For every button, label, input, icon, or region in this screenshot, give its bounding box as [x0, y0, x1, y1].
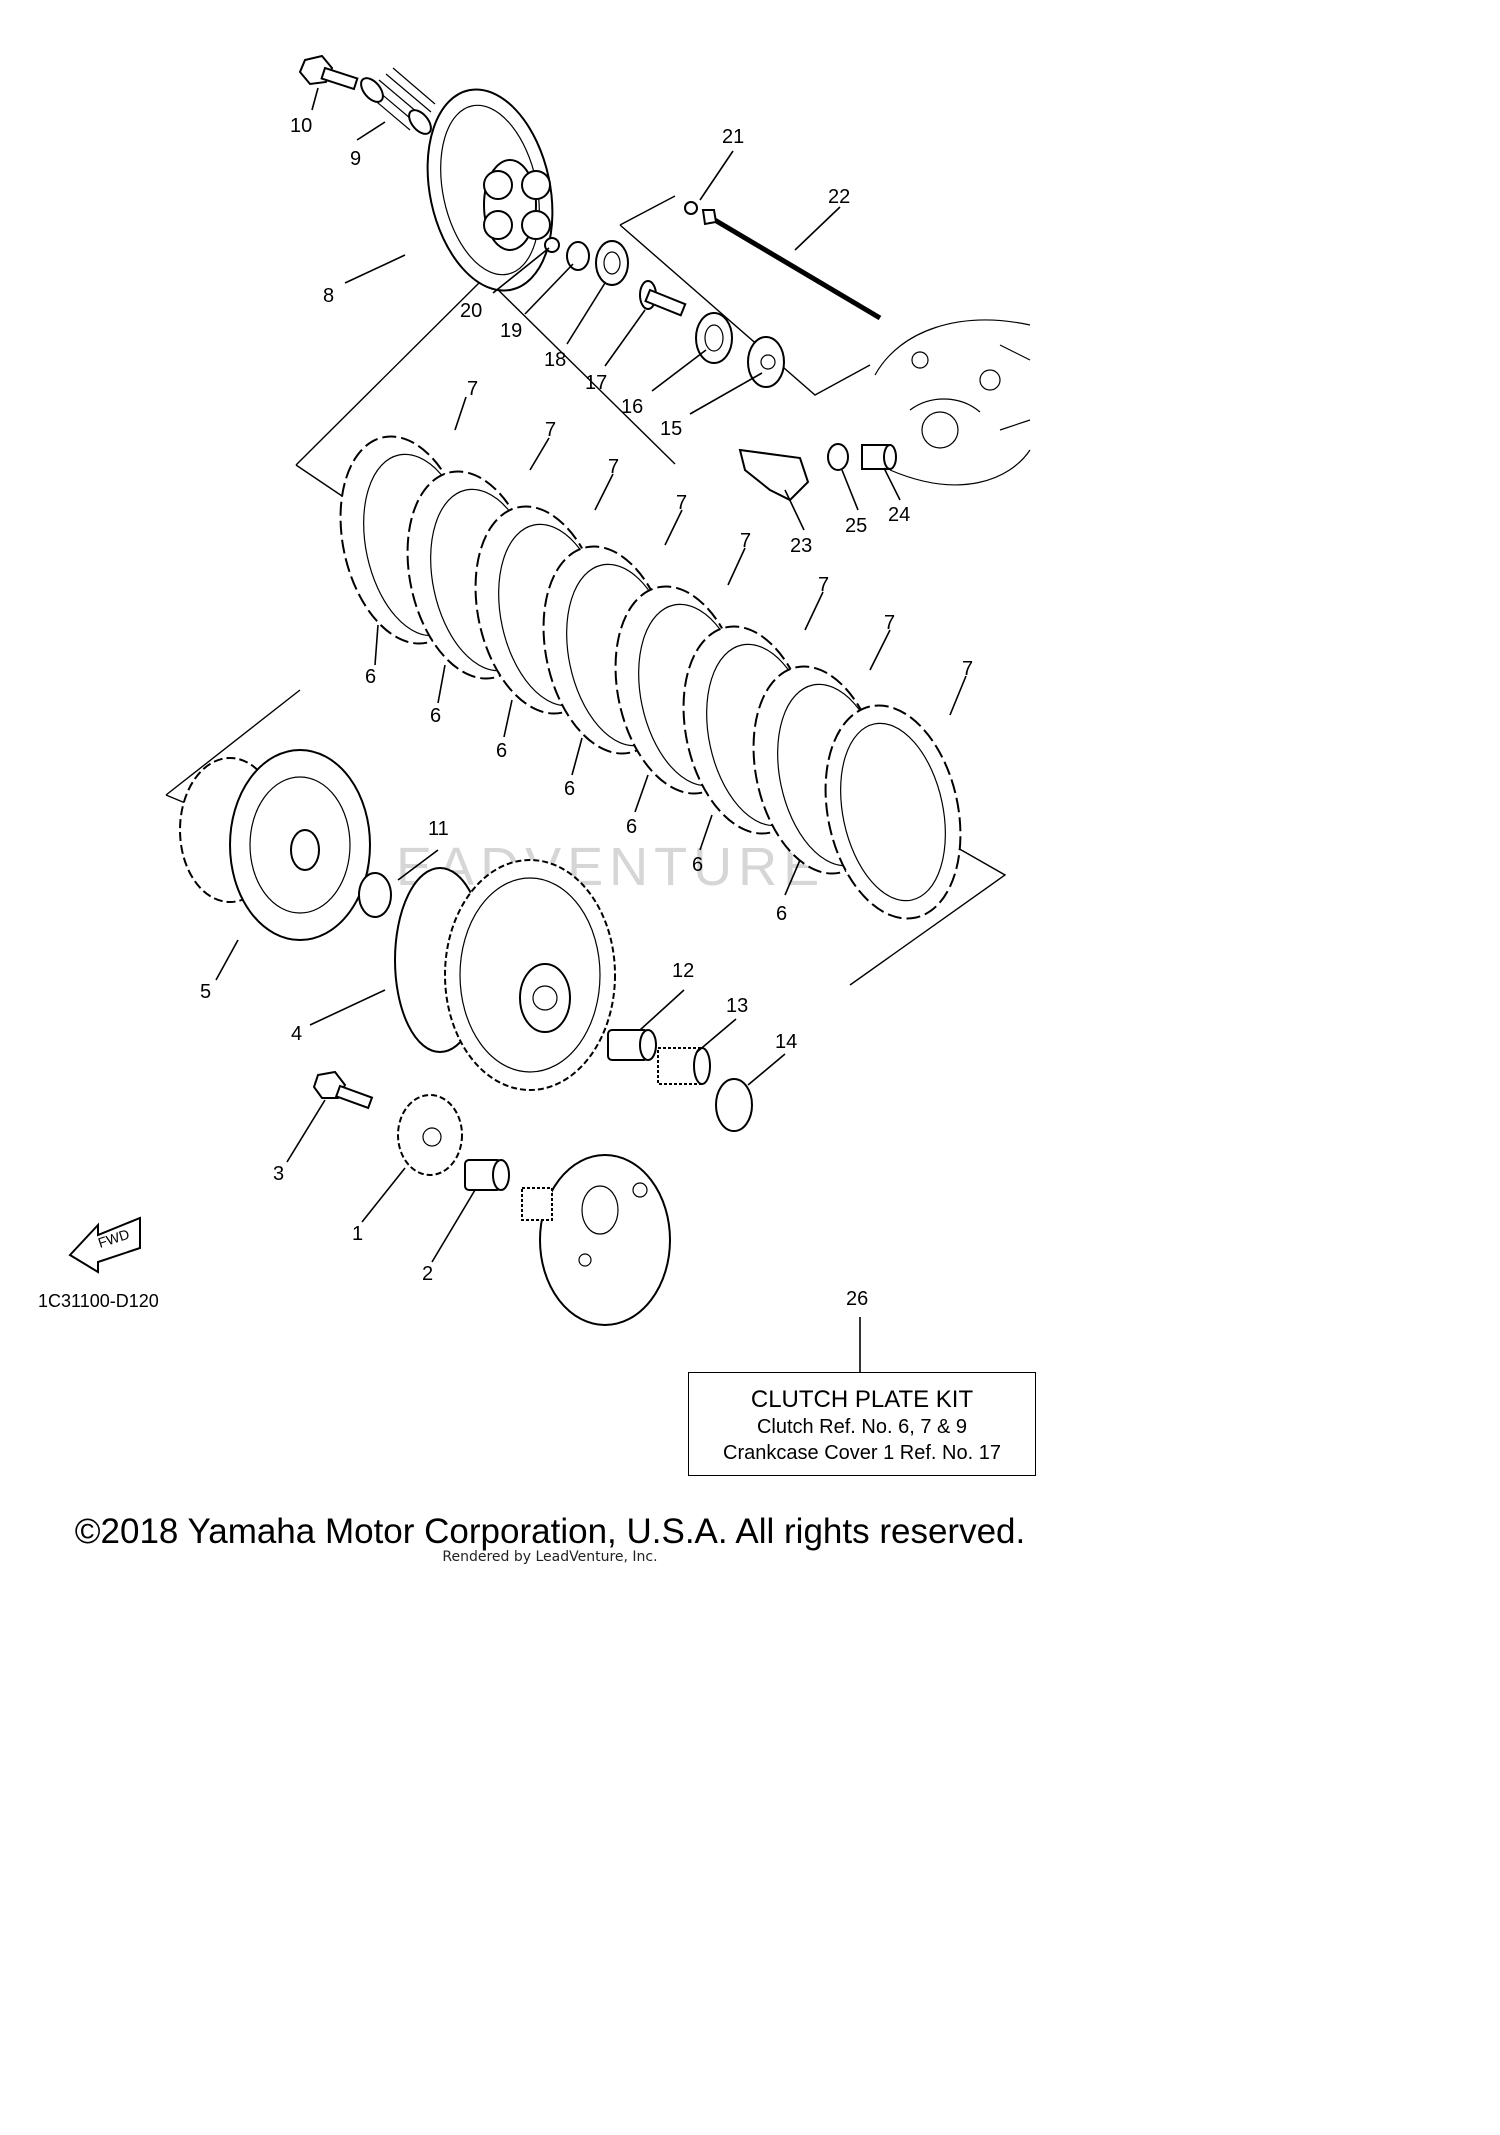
clutch-plate-kit-box: CLUTCH PLATE KIT Clutch Ref. No. 6, 7 & … [688, 1372, 1036, 1476]
copyright-notice: ©2018 Yamaha Motor Corporation, U.S.A. A… [74, 1512, 1026, 1551]
kit-line-1: Clutch Ref. No. 6, 7 & 9 [756, 1416, 968, 1438]
plate-last [824, 704, 962, 920]
callout-6e: 6 [626, 816, 637, 838]
callout-26: 26 [846, 1288, 868, 1310]
clutch-boss [179, 749, 371, 941]
callout-24: 24 [888, 504, 910, 526]
pushrod-group-frame [619, 195, 871, 396]
washer-14 [715, 1078, 753, 1132]
callout-15: 15 [660, 418, 682, 440]
callout-6d: 6 [564, 778, 575, 800]
collar-12 [607, 1029, 657, 1061]
callout-20: 20 [460, 300, 482, 322]
callout-25: 25 [845, 515, 867, 537]
callout-7a: 7 [467, 378, 478, 400]
washer-25 [827, 443, 849, 471]
callout-7h: 7 [962, 658, 973, 680]
callout-3: 3 [273, 1163, 284, 1185]
clutch-spring [360, 67, 436, 135]
callout-5: 5 [200, 981, 211, 1003]
callout-13: 13 [726, 995, 748, 1017]
bearing [595, 240, 629, 286]
callout-7c: 7 [608, 456, 619, 478]
oil-seal [695, 312, 733, 364]
callout-17: 17 [585, 372, 607, 394]
push-rod-2 [701, 209, 882, 321]
kit-line-2: Crankcase Cover 1 Ref. No. 17 [723, 1442, 1001, 1464]
one-way-clutch-housing [521, 1154, 671, 1326]
callout-7e: 7 [740, 530, 751, 552]
bushing-24 [861, 444, 897, 470]
push-lever [738, 448, 810, 502]
leader-lines [215, 87, 967, 1372]
thrust-washer-11 [358, 872, 392, 918]
callout-23: 23 [790, 535, 812, 557]
callout-6g: 6 [776, 903, 787, 925]
callout-2: 2 [422, 1263, 433, 1285]
callout-6a: 6 [365, 666, 376, 688]
callout-14: 14 [775, 1031, 797, 1053]
callout-12: 12 [672, 960, 694, 982]
callout-18: 18 [544, 349, 566, 371]
callout-11: 11 [428, 818, 449, 840]
clutch-housing [394, 859, 616, 1091]
spring-bolt [298, 54, 359, 91]
collar-2 [464, 1159, 510, 1191]
forward-arrow-icon: FWD [68, 1216, 141, 1274]
callout-labels: 10 9 8 20 19 18 17 16 15 21 22 23 25 24 … [200, 115, 973, 1310]
callout-22: 22 [828, 186, 850, 208]
kit-title: CLUTCH PLATE KIT [750, 1386, 974, 1413]
ball [684, 201, 698, 215]
diagram-code: 1C31100-D120 [38, 1291, 159, 1311]
push-rod-1 [639, 280, 687, 317]
rendered-by-credit: Rendered by LeadVenture, Inc. [442, 1549, 658, 1565]
plate-stack [339, 435, 962, 920]
bolt-3 [312, 1070, 374, 1110]
callout-7g: 7 [884, 612, 895, 634]
callout-6c: 6 [496, 740, 507, 762]
pressure-plate [426, 88, 554, 292]
push-lever-plate [747, 336, 785, 388]
callout-7f: 7 [818, 574, 829, 596]
callout-16: 16 [621, 396, 643, 418]
callout-6b: 6 [430, 705, 441, 727]
callout-19: 19 [500, 320, 522, 342]
primary-drive-gear-1 [397, 1094, 463, 1176]
washer [566, 241, 590, 271]
callout-21: 21 [722, 126, 744, 148]
callout-4: 4 [291, 1023, 302, 1045]
callout-10: 10 [290, 115, 312, 137]
callout-9: 9 [350, 148, 361, 170]
callout-7d: 7 [676, 492, 687, 514]
callout-1: 1 [352, 1223, 363, 1245]
crankcase-fragment [874, 319, 1031, 486]
callout-7b: 7 [545, 419, 556, 441]
callout-6f: 6 [692, 854, 703, 876]
callout-8: 8 [323, 285, 334, 307]
needle-bearing-13 [657, 1047, 711, 1085]
clutch-exploded-diagram: LEADVENTURE [68, 54, 1031, 1372]
